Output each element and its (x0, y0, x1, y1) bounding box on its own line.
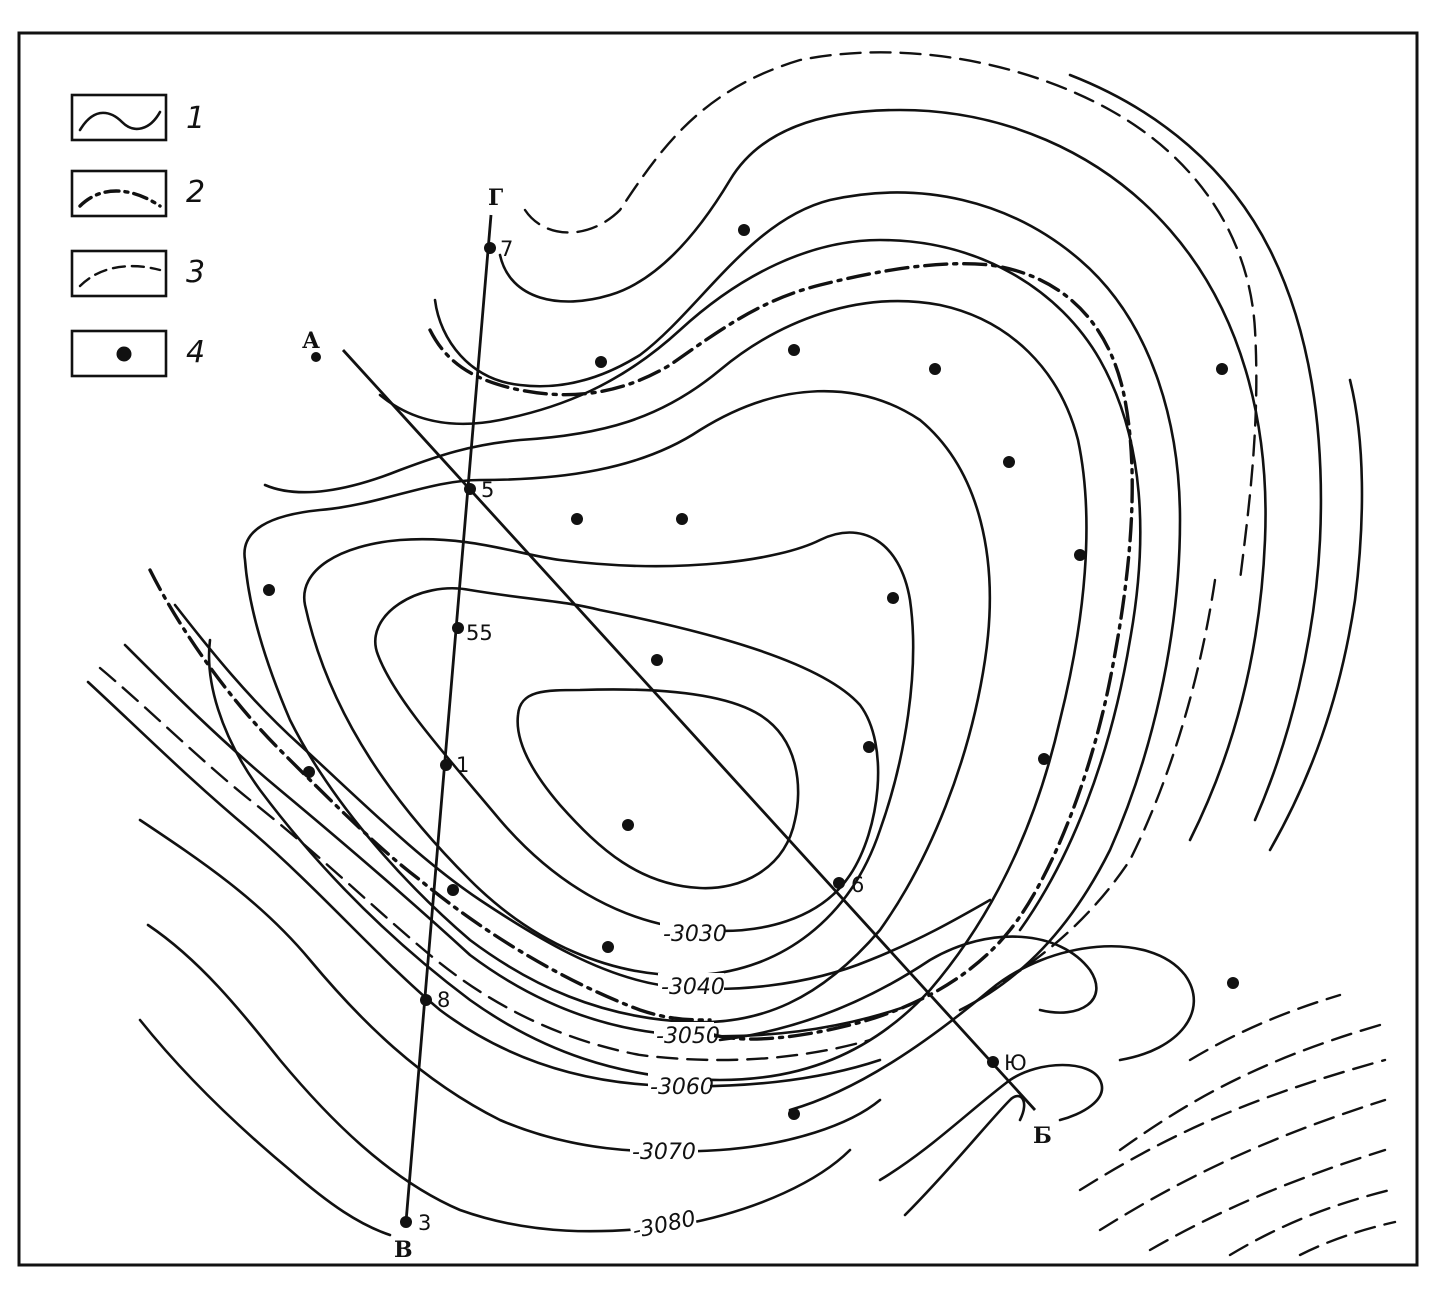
contour-label-3070: -3070 (632, 1140, 696, 1165)
dashed-contour-west (98, 666, 872, 1062)
well-unlabeled (263, 584, 275, 596)
well-unlabeled (788, 1108, 800, 1120)
contour-label-3050: -3050 (656, 1024, 720, 1049)
legend-number-3: 3 (186, 255, 205, 290)
well-label-10: Ю (1004, 1051, 1027, 1075)
contour-2960 (498, 108, 1267, 842)
well-unlabeled (887, 592, 899, 604)
well-55 (452, 622, 464, 634)
legend-number-2: 2 (186, 175, 205, 210)
contour-3040 (173, 603, 992, 991)
profile-label-v: В (394, 1237, 413, 1263)
legend-item-2: 2 (70, 169, 205, 218)
legend-item-3: 3 (70, 249, 205, 298)
well-label-8: 8 (437, 988, 450, 1012)
dashed-contours (98, 51, 1397, 1257)
legend: 1 2 3 4 (70, 93, 205, 378)
well-label-1: 1 (456, 753, 469, 777)
contour-label-3030: -3030 (663, 922, 727, 947)
well-3 (400, 1216, 412, 1228)
well-unlabeled (863, 741, 875, 753)
well-unlabeled (788, 344, 800, 356)
contour-2990 (207, 299, 1088, 1082)
contour-2950 (1068, 73, 1323, 822)
profile-line-v-g (404, 214, 493, 1223)
well-unlabeled (602, 941, 614, 953)
legend-item-1: 1 (70, 93, 205, 142)
profile-label-b: Б (1033, 1123, 1052, 1149)
contour-3030 (516, 688, 800, 890)
well-unlabeled (571, 513, 583, 525)
legend-item-4: 4 (70, 329, 205, 378)
dashed-se-4 (1098, 1098, 1387, 1232)
well-labels: 7 5 55 1 6 8 Ю 3 (418, 237, 1027, 1235)
well-5 (464, 483, 476, 495)
contour-labels: -3030 -3040 -3050 -3060 -3070 -3080 (627, 920, 727, 1245)
oil-water-contact (148, 262, 1134, 1041)
contour-se-1 (718, 935, 1098, 1042)
contour-se-2 (788, 944, 1196, 1112)
dashed-contour-east (988, 578, 1217, 992)
dashed-se-1 (1188, 993, 1342, 1062)
well-unlabeled (1227, 977, 1239, 989)
well-unlabeled (447, 884, 459, 896)
contour-3060 (86, 680, 882, 1088)
dashed-contour-north (523, 51, 1258, 582)
well-unlabeled (1003, 456, 1015, 468)
contour-2940 (1268, 378, 1364, 852)
well-7 (484, 242, 496, 254)
dashed-se-2 (1118, 1023, 1382, 1152)
contour-se-3 (878, 1063, 1104, 1182)
well-unlabeled (622, 819, 634, 831)
well-label-3: 3 (418, 1211, 431, 1235)
contour-se-4 (903, 1094, 1026, 1217)
contour-3090 (138, 1018, 392, 1237)
well-unlabeled (303, 766, 315, 778)
well-label-55: 55 (466, 621, 493, 645)
legend-number-1: 1 (186, 101, 205, 136)
legend-well-dot-icon (116, 346, 132, 362)
contour-label-3060: -3060 (650, 1075, 714, 1100)
well-label-7: 7 (500, 237, 513, 261)
dashed-se-7 (1298, 1220, 1397, 1257)
oil-contact-line-west (148, 568, 712, 1022)
profile-lines (341, 214, 1037, 1223)
well-unlabeled (738, 224, 750, 236)
contour-3020 (374, 587, 880, 933)
dashed-se-3 (1078, 1058, 1387, 1192)
well-unlabeled (1038, 753, 1050, 765)
well-unlabeled (595, 356, 607, 368)
well-unlabeled (676, 513, 688, 525)
profile-labels: А Б В Г (302, 185, 1052, 1263)
well-8 (420, 994, 432, 1006)
profile-line-a-b (341, 349, 1037, 1111)
well-a (311, 352, 321, 362)
well-unlabeled (651, 654, 663, 666)
well-1 (440, 759, 452, 771)
profile-label-g: Г (488, 185, 503, 211)
dashed-se-5 (1148, 1148, 1387, 1252)
contour-3080 (146, 923, 852, 1233)
well-6 (833, 877, 845, 889)
contour-3070 (138, 818, 882, 1153)
contour-3000 (243, 389, 992, 1024)
oil-contact-line (428, 262, 1134, 1041)
profile-label-a: А (302, 328, 320, 354)
contour-lines (86, 73, 1364, 1237)
contour-2980 (378, 238, 1142, 932)
wells (263, 224, 1239, 1228)
well-unlabeled (929, 363, 941, 375)
well-label-6: 6 (851, 873, 864, 897)
well-10 (987, 1056, 999, 1068)
well-label-5: 5 (481, 478, 494, 502)
contour-3010 (302, 531, 915, 977)
contour-2970 (433, 191, 1182, 1012)
contour-label-3040: -3040 (661, 975, 725, 1000)
dashed-se-6 (1228, 1188, 1392, 1257)
well-unlabeled (1074, 549, 1086, 561)
legend-number-4: 4 (186, 335, 205, 370)
well-unlabeled (1216, 363, 1228, 375)
